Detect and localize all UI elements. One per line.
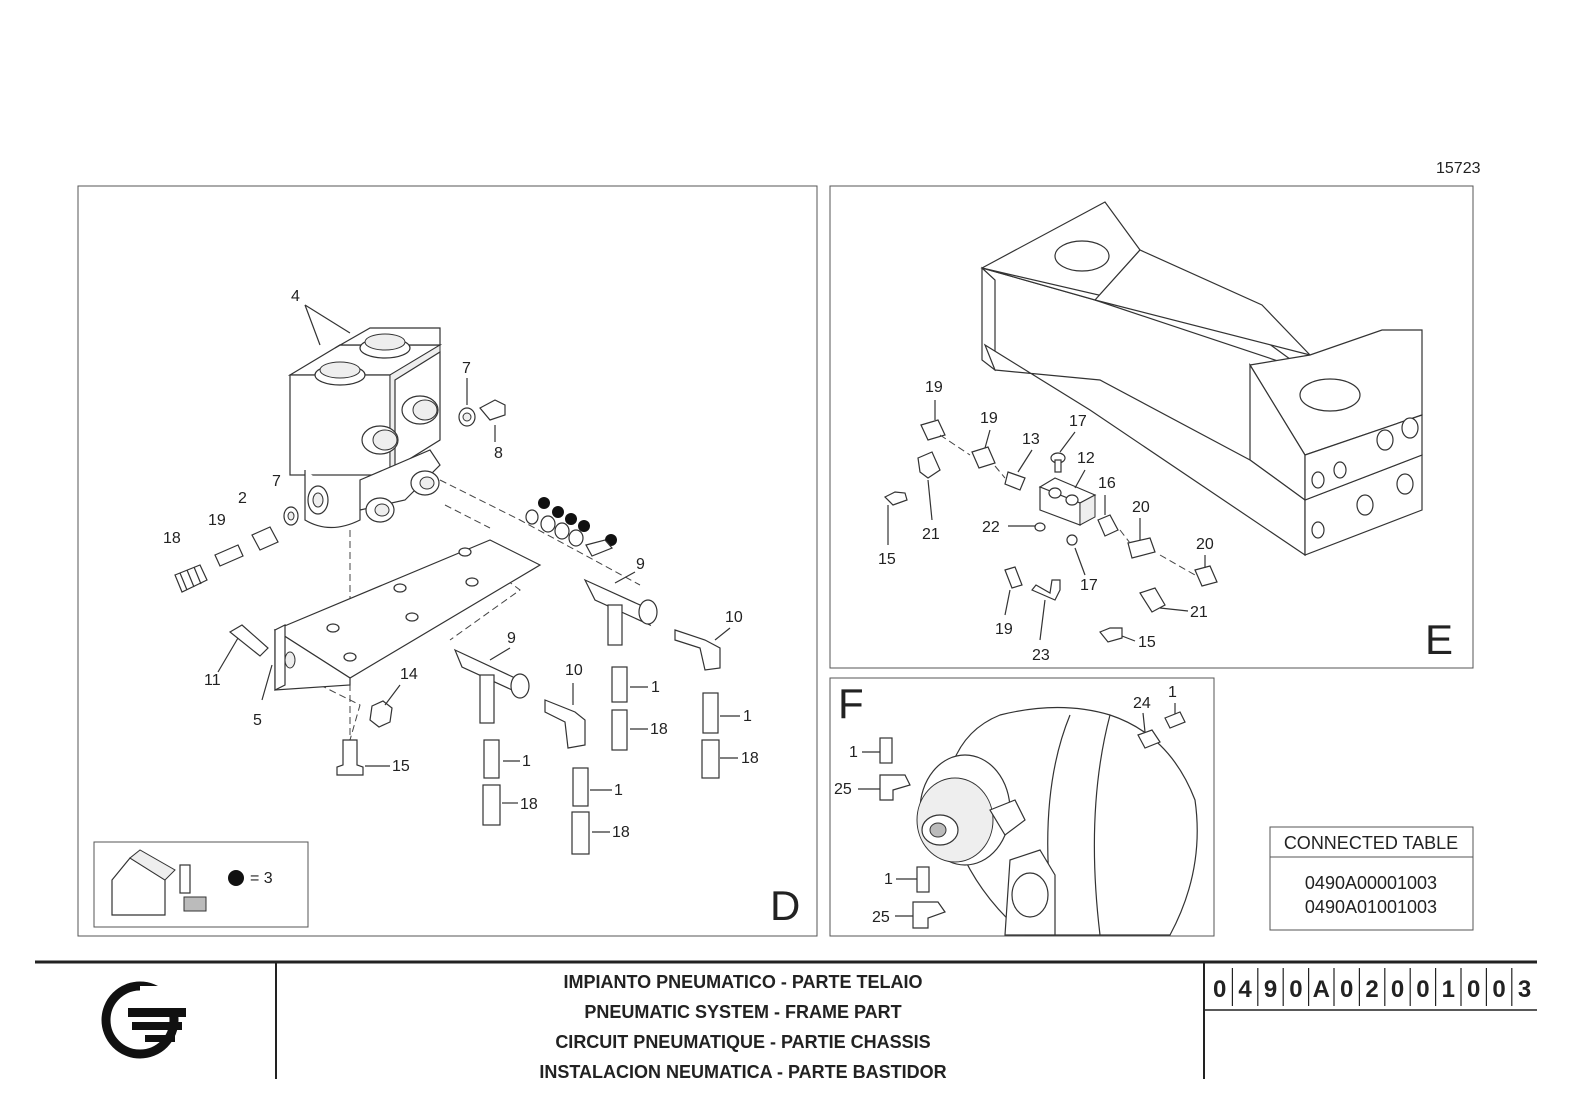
label-e-17a: 17 xyxy=(1069,413,1087,430)
small-parts-row xyxy=(525,497,617,557)
elbow-fitting-10a xyxy=(674,629,721,671)
label-e-19a: 19 xyxy=(925,379,943,396)
label-e-20a: 20 xyxy=(1132,499,1150,516)
label-e-13: 13 xyxy=(1022,431,1040,448)
elbow-fitting-10b xyxy=(544,699,586,749)
label-f-1c: 1 xyxy=(884,871,893,888)
label-d-18c: 18 xyxy=(520,796,538,813)
connected-table-header: CONNECTED TABLE xyxy=(1284,833,1458,853)
label-d-9a: 9 xyxy=(636,556,645,573)
code-char: 2 xyxy=(1365,976,1378,1003)
code-char: 0 xyxy=(1391,976,1404,1003)
solenoid-valve-assembly xyxy=(287,327,443,529)
label-e-16: 16 xyxy=(1098,475,1116,492)
label-d-19: 19 xyxy=(208,512,226,529)
fittings-e xyxy=(883,419,1218,643)
label-d-1c: 1 xyxy=(522,753,531,770)
title-line-en: PNEUMATIC SYSTEM - FRAME PART xyxy=(584,1002,901,1022)
title-line-it: IMPIANTO PNEUMATICO - PARTE TELAIO xyxy=(564,972,923,992)
label-d-18: 18 xyxy=(163,530,181,547)
connected-table-row-2: 0490A01001003 xyxy=(1305,897,1437,917)
code-char: 0 xyxy=(1340,976,1353,1003)
label-e-19b: 19 xyxy=(980,410,998,427)
label-e-15b: 15 xyxy=(1138,634,1156,651)
panel-f: F 24 1 1 25 1 25 xyxy=(829,677,1215,937)
company-logo xyxy=(101,981,186,1059)
label-e-21b: 21 xyxy=(1190,604,1208,621)
panel-e: E xyxy=(829,185,1474,669)
label-e-15a: 15 xyxy=(878,551,896,568)
label-d-1a: 1 xyxy=(651,679,660,696)
label-e-23: 23 xyxy=(1032,647,1050,664)
code-char: 0 xyxy=(1467,976,1480,1003)
legend-inset: = 3 xyxy=(93,841,309,928)
legend-value: = 3 xyxy=(250,870,273,887)
label-d-1b: 1 xyxy=(743,708,752,725)
gearbox-housing xyxy=(916,706,1198,936)
label-f-1b: 1 xyxy=(849,744,858,761)
label-d-15: 15 xyxy=(392,758,410,775)
label-d-10a: 10 xyxy=(725,609,743,626)
label-e-19c: 19 xyxy=(995,621,1013,638)
code-char: 0 xyxy=(1213,976,1226,1003)
panel-d-letter: D xyxy=(770,882,800,929)
label-f-25b: 25 xyxy=(872,909,890,926)
distributor-block xyxy=(1038,477,1097,526)
code-char: 0 xyxy=(1416,976,1429,1003)
label-d-10b: 10 xyxy=(565,662,583,679)
drawing-number: 15723 xyxy=(1436,160,1481,177)
label-d-2: 2 xyxy=(238,490,247,507)
title-block: IMPIANTO PNEUMATICO - PARTE TELAIO PNEUM… xyxy=(35,960,1537,1082)
label-d-8: 8 xyxy=(494,445,503,462)
tube-spring-sets xyxy=(482,666,720,855)
frame-crossmember xyxy=(980,201,1423,557)
label-d-7a: 7 xyxy=(462,360,471,377)
code-char: A xyxy=(1313,976,1330,1003)
title-line-es: INSTALACION NEUMATICA - PARTE BASTIDOR xyxy=(539,1062,946,1082)
label-e-17b: 17 xyxy=(1080,577,1098,594)
label-d-4: 4 xyxy=(291,288,300,305)
label-d-18b: 18 xyxy=(741,750,759,767)
label-d-18d: 18 xyxy=(612,824,630,841)
label-d-11: 11 xyxy=(204,672,221,689)
mounting-bracket xyxy=(273,539,542,691)
code-char: 0 xyxy=(1289,976,1302,1003)
label-f-1a: 1 xyxy=(1168,684,1177,701)
label-d-7b: 7 xyxy=(272,473,281,490)
tee-fitting-9a xyxy=(583,578,658,646)
label-d-1d: 1 xyxy=(614,782,623,799)
label-d-18a: 18 xyxy=(650,721,668,738)
panel-d: D xyxy=(77,185,818,937)
title-line-fr: CIRCUIT PNEUMATIQUE - PARTIE CHASSIS xyxy=(555,1032,930,1052)
connected-table: CONNECTED TABLE 0490A00001003 0490A01001… xyxy=(1269,826,1474,931)
label-e-21a: 21 xyxy=(922,526,940,543)
label-d-14: 14 xyxy=(400,666,418,683)
code-char: 1 xyxy=(1442,976,1455,1003)
label-e-20b: 20 xyxy=(1196,536,1214,553)
label-d-5: 5 xyxy=(253,712,262,729)
connected-table-row-1: 0490A00001003 xyxy=(1305,873,1437,893)
panel-f-letter: F xyxy=(838,680,864,727)
code-char: 4 xyxy=(1238,976,1252,1003)
code-char: 0 xyxy=(1492,976,1505,1003)
label-f-24: 24 xyxy=(1133,695,1151,712)
label-e-22: 22 xyxy=(982,519,1000,536)
panel-e-letter: E xyxy=(1425,616,1453,663)
label-e-12: 12 xyxy=(1077,450,1095,467)
code-char: 9 xyxy=(1264,976,1277,1003)
tee-fitting-9b xyxy=(453,648,530,724)
label-f-25a: 25 xyxy=(834,781,852,798)
code-char: 3 xyxy=(1518,976,1531,1003)
left-fittings xyxy=(174,506,299,593)
label-d-9b: 9 xyxy=(507,630,516,647)
